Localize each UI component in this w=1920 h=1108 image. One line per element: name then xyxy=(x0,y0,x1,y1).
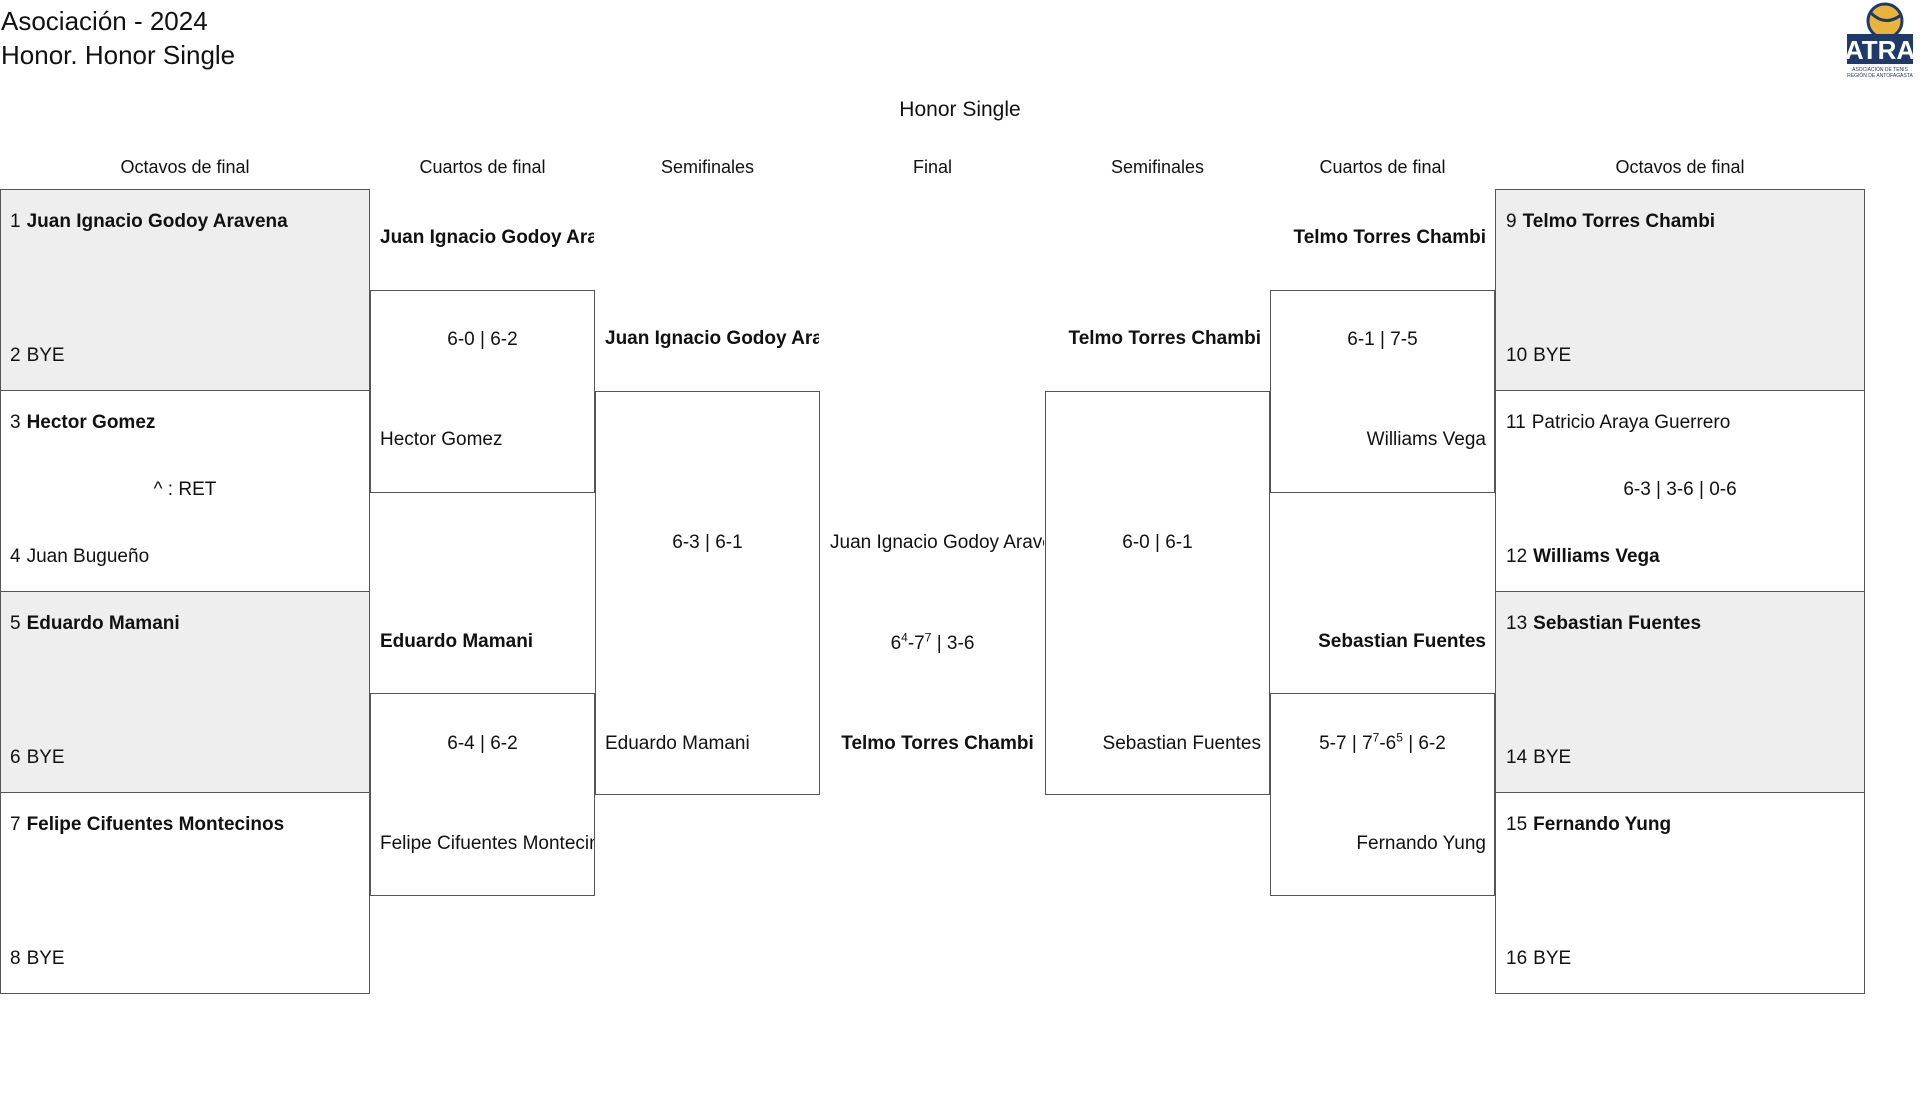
round-header-right-r16: Octavos de final xyxy=(1615,157,1745,177)
svg-text:REGIÓN DE ANTOFAGASTA: REGIÓN DE ANTOFAGASTA xyxy=(1847,72,1913,79)
svg-text:ASOCIACIÓN DE TENIS: ASOCIACIÓN DE TENIS xyxy=(1852,66,1908,73)
match-box xyxy=(0,189,370,391)
qf-winner: Eduardo Mamani xyxy=(380,631,534,652)
round-header-left-r16: Octavos de final xyxy=(120,157,250,177)
round-header-left-sf: Semifinales xyxy=(660,157,755,177)
match-score: 6-3 | 6-1 xyxy=(672,532,743,553)
match-score: 6-1 | 7-5 xyxy=(1347,329,1418,350)
match-box xyxy=(1270,693,1495,896)
tournament-association-title: Asociación - 2024 xyxy=(1,6,208,36)
match-box xyxy=(1045,391,1270,795)
svg-text:ATRA: ATRA xyxy=(1845,35,1916,65)
qf-loser: Fernando Yung xyxy=(1356,833,1486,854)
final-player-top: Juan Ignacio Godoy Aravena xyxy=(830,532,1044,553)
round-header-right-qf: Cuartos de final xyxy=(1319,157,1446,177)
qf-loser: Hector Gomez xyxy=(380,429,503,450)
match-box xyxy=(1495,189,1865,391)
round-header-right-sf: Semifinales xyxy=(1110,157,1205,177)
match-box xyxy=(595,391,820,795)
final-score: 64-77 | 3-6 xyxy=(890,630,975,654)
match-box xyxy=(0,591,370,793)
qf-winner: Sebastian Fuentes xyxy=(1318,631,1486,652)
match-score: 6-0 | 6-2 xyxy=(447,329,518,350)
match-box xyxy=(370,693,595,896)
qf-loser: Felipe Cifuentes Montecinos xyxy=(380,833,594,854)
tournament-category-title: Honor. Honor Single xyxy=(1,40,236,70)
match-score: 6-4 | 6-2 xyxy=(447,733,518,754)
match-score: 6-0 | 6-1 xyxy=(1122,532,1193,553)
match-box xyxy=(1270,290,1495,493)
qf-winner: Juan Ignacio Godoy Aravena xyxy=(380,227,594,248)
round-header-final: Final xyxy=(912,157,952,177)
sf-loser: Eduardo Mamani xyxy=(605,733,750,754)
match-box xyxy=(0,792,370,994)
qf-winner: Telmo Torres Chambi xyxy=(1293,227,1487,248)
qf-loser: Williams Vega xyxy=(1366,429,1486,450)
final-winner: Telmo Torres Chambi xyxy=(841,733,1034,754)
sf-loser: Sebastian Fuentes xyxy=(1102,733,1261,754)
match-score: ^ : RET xyxy=(153,479,217,500)
match-box xyxy=(1495,591,1865,793)
round-header-left-qf: Cuartos de final xyxy=(419,157,546,177)
match-score: 6-3 | 3-6 | 0-6 xyxy=(1623,479,1737,500)
match-box xyxy=(370,290,595,493)
atra-logo: ATRA ASOCIACIÓN DE TENIS REGIÓN DE ANTOF… xyxy=(1843,1,1916,80)
draw-title: Honor Single xyxy=(899,98,1021,121)
match-box xyxy=(1495,792,1865,994)
sf-winner: Juan Ignacio Godoy Aravena xyxy=(605,328,819,349)
sf-winner: Telmo Torres Chambi xyxy=(1068,328,1262,349)
match-score: 5-7 | 77-65 | 6-2 xyxy=(1319,730,1446,754)
